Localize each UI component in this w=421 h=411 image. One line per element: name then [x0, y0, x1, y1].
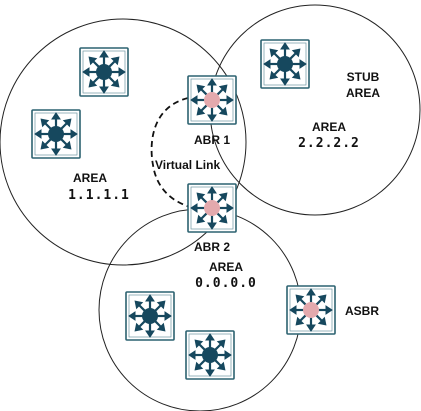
layer3-switch-icon: [80, 48, 128, 96]
abr-1-router-icon: [188, 76, 236, 124]
area-2-label: AREA: [312, 120, 346, 134]
stub-label-line2: AREA: [346, 86, 380, 100]
layer3-switch-icon: [186, 331, 234, 379]
abr-2-label: ABR 2: [194, 240, 230, 254]
asbr-router-icon: [287, 286, 335, 334]
area-1-label: AREA: [73, 171, 107, 185]
area-1-id: 1.1.1.1: [68, 188, 130, 203]
area-0-label: AREA: [209, 260, 243, 274]
stub-label-line1: STUB: [347, 70, 380, 84]
area-2-id: 2.2.2.2: [298, 136, 360, 151]
area-0-id: 0.0.0.0: [195, 276, 257, 291]
abr-2-router-icon: [188, 184, 236, 232]
layer3-switch-icon: [32, 110, 80, 158]
virtual-link-label: Virtual Link: [155, 158, 220, 172]
area-1-circle: [0, 18, 247, 266]
abr-1-label: ABR 1: [194, 133, 230, 147]
virtual-link-line: [150, 97, 191, 208]
asbr-label: ASBR: [345, 304, 379, 318]
layer3-switch-icon: [126, 292, 174, 340]
layer3-switch-icon: [261, 40, 309, 88]
